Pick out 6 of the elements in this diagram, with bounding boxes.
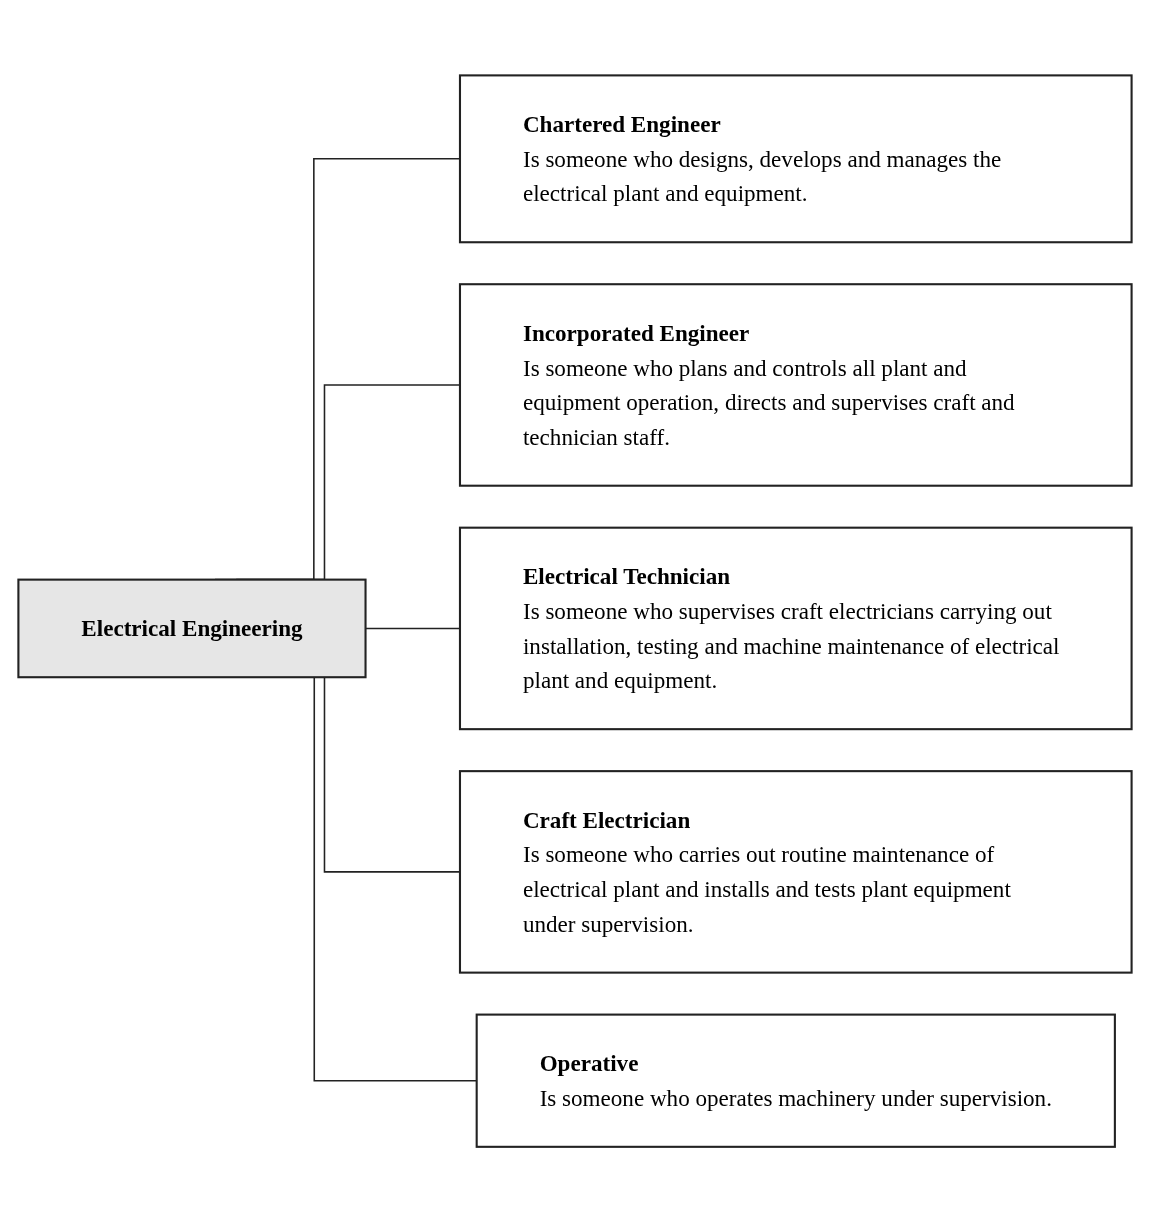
node-box: Craft Electrician Is someone who carries out routine maintenance of electrical plant and installs and tests plant equipment under supervision.: [458, 770, 1133, 975]
node-box: Incorporated Engineer Is someone who plans and controls all plant and equipment operation, directs and supervises craft and technician staff.: [458, 283, 1133, 488]
node-box: Electrical Engineering: [17, 578, 367, 679]
node-box: Electrical Technician Is someone who supervises craft electricians carrying out installation, testing and machine maintenance of electrical plant and equipment.: [458, 527, 1133, 731]
node-box: Chartered Engineer Is someone who designs, develops and manages the electrical plant and equipment.: [458, 74, 1133, 244]
node-box: Operative Is someone who operates machinery under supervision.: [475, 1013, 1116, 1149]
